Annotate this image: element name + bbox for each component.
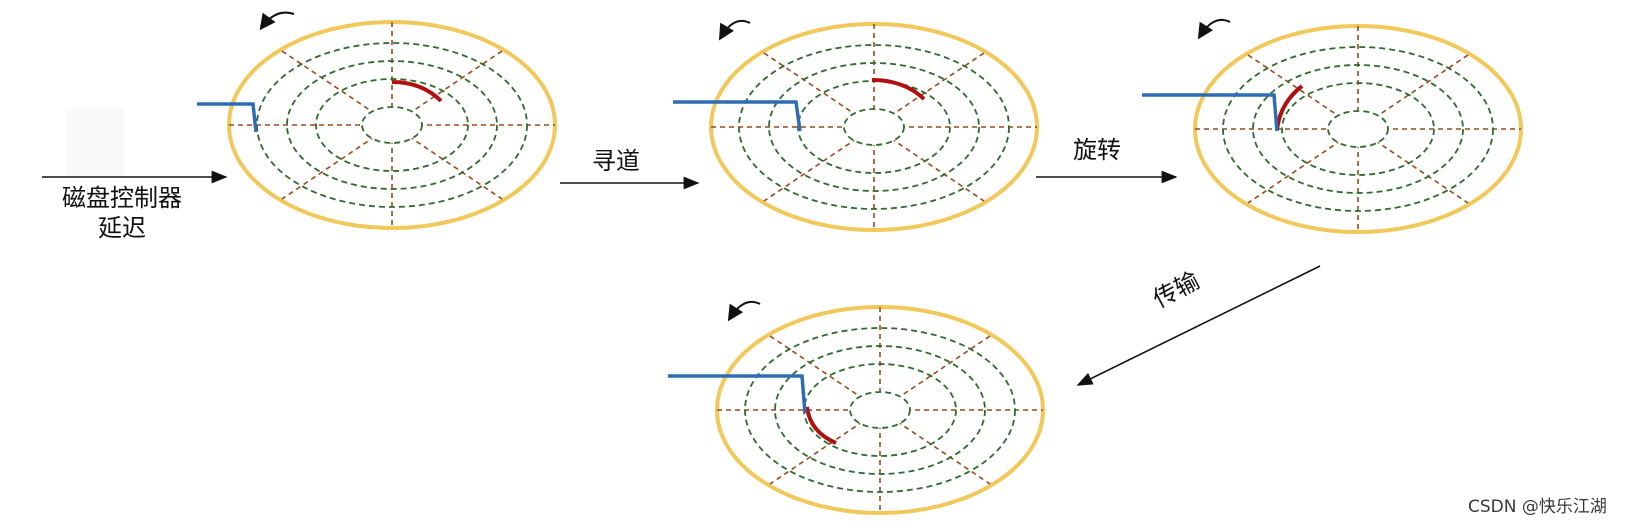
rotation-arrow-icon bbox=[718, 19, 751, 41]
rotation-arrow-icon bbox=[259, 11, 295, 31]
platter-2 bbox=[709, 22, 1039, 232]
read-write-arm-3 bbox=[1142, 93, 1279, 132]
seek-label: 寻道 bbox=[592, 147, 640, 175]
platter-3 bbox=[1193, 24, 1523, 234]
platter-4 bbox=[715, 305, 1045, 515]
blank-placeholder bbox=[66, 108, 124, 176]
read-write-arm-1 bbox=[197, 102, 258, 133]
rotation-arrow-icon bbox=[727, 300, 761, 322]
read-write-arm-4 bbox=[668, 374, 807, 414]
watermark: CSDN @快乐江湖 bbox=[1468, 497, 1607, 517]
rotation-arrow-icon bbox=[1197, 18, 1231, 40]
arrow-transfer bbox=[1076, 265, 1321, 386]
target-sector bbox=[805, 406, 837, 445]
target-sector bbox=[391, 80, 443, 103]
target-sector bbox=[871, 78, 926, 101]
controller-label-line2: 延迟 bbox=[98, 214, 146, 242]
controller-delay-label: 磁盘控制器 延迟 bbox=[44, 183, 200, 243]
platter-1 bbox=[227, 20, 557, 230]
read-write-arm-2 bbox=[673, 100, 802, 132]
rotate-label: 旋转 bbox=[1073, 136, 1121, 164]
controller-label-line1: 磁盘控制器 bbox=[62, 184, 182, 212]
